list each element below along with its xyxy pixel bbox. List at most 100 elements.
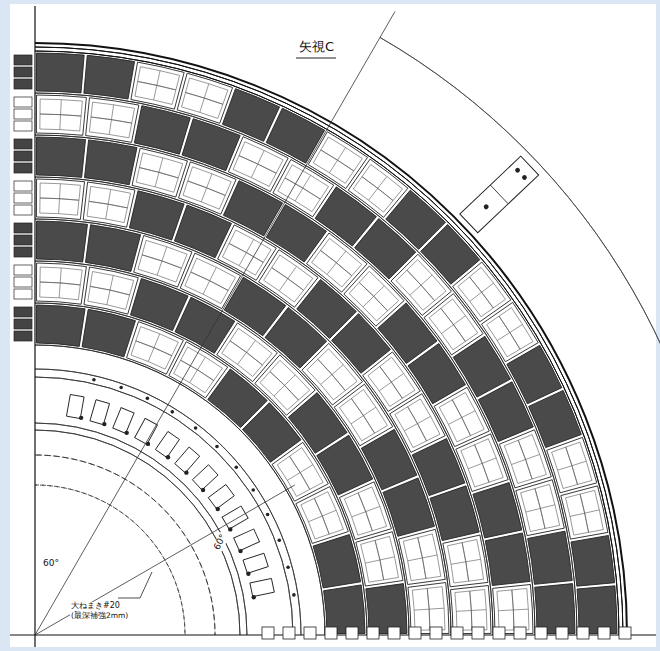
- side-block: [14, 67, 32, 77]
- reference-arc: [35, 423, 247, 635]
- panel-divider: [427, 588, 430, 630]
- panel-divider: [142, 255, 181, 268]
- panel-divider: [462, 543, 469, 581]
- panel-divider: [239, 156, 276, 174]
- panel-divider: [512, 590, 514, 630]
- reference-arc: [35, 455, 215, 635]
- panel-divider: [351, 399, 374, 434]
- light-panel: [36, 95, 86, 135]
- base-block: [619, 627, 631, 639]
- bracket: [460, 156, 539, 233]
- reference-arc: [35, 377, 293, 635]
- panel-inner-frame: [185, 258, 236, 303]
- panel-divider: [229, 243, 263, 262]
- ring-line: [35, 93, 577, 635]
- bolt-dot: [228, 527, 232, 531]
- light-panel: [547, 437, 597, 492]
- panel-divider: [285, 178, 320, 199]
- light-panel: [451, 586, 491, 634]
- side-block: [14, 307, 32, 317]
- panel-divider: [580, 494, 588, 532]
- panel-inner-frame: [349, 271, 399, 321]
- angle-label: 60°: [42, 559, 60, 569]
- panel-inner-frame: [412, 587, 445, 631]
- reference-arc: [35, 430, 240, 635]
- outer-rim: [35, 47, 623, 635]
- ring-line: [35, 177, 493, 635]
- side-block: [14, 79, 32, 89]
- dark-panel: [324, 585, 365, 634]
- dark-panel: [84, 55, 135, 99]
- bolt-dot: [201, 488, 205, 492]
- panel-inner-frame: [368, 357, 415, 406]
- title-underline: [296, 58, 336, 59]
- panel-divider: [90, 286, 129, 295]
- side-block: [14, 319, 32, 329]
- panel-divider: [89, 201, 127, 208]
- dark-panel: [577, 586, 617, 634]
- panel-inner-frame: [461, 439, 503, 487]
- panel-inner-frame: [233, 142, 283, 187]
- axis-line: [34, 6, 35, 647]
- panel-divider: [230, 341, 262, 365]
- bolt-plate: [175, 447, 200, 473]
- bracket-hole: [521, 174, 528, 181]
- ring-line: [35, 303, 367, 635]
- side-block: [14, 223, 32, 233]
- bracket-hole: [514, 167, 521, 174]
- panel-inner-frame: [312, 238, 362, 287]
- bolt-plate: [113, 408, 134, 434]
- panel-divider: [407, 270, 435, 300]
- panel-inner-frame: [131, 327, 178, 370]
- bolt-plate: [243, 553, 268, 573]
- light-panel: [36, 179, 84, 219]
- panel-divider: [191, 272, 228, 290]
- bracket-plate: [460, 156, 539, 233]
- panel-inner-frame: [40, 267, 82, 300]
- side-block: [14, 265, 32, 275]
- panel-divider: [40, 114, 81, 116]
- panel-inner-frame: [455, 590, 487, 631]
- light-panel: [561, 486, 608, 539]
- base-block: [598, 627, 610, 639]
- side-block: [14, 151, 32, 161]
- bolt-dot: [234, 465, 238, 469]
- panel-divider: [380, 366, 403, 398]
- panel-divider: [418, 538, 426, 579]
- panel-divider: [535, 489, 545, 529]
- outer-rim: [35, 43, 627, 635]
- base-block: [304, 627, 316, 639]
- light-panel: [84, 267, 138, 314]
- dark-panel: [36, 305, 85, 346]
- radial-line: [35, 485, 295, 635]
- bolt-plate: [135, 418, 158, 444]
- side-block: [14, 289, 32, 299]
- panel-divider: [375, 540, 384, 579]
- panel-inner-frame: [439, 392, 484, 441]
- bolt-dot: [170, 410, 174, 414]
- panel-inner-frame: [182, 78, 228, 118]
- light-panel: [443, 535, 488, 587]
- bolt-plate: [222, 506, 248, 529]
- ring-group: [35, 37, 660, 635]
- panel-divider: [358, 493, 372, 531]
- bolt-dot: [79, 416, 83, 420]
- light-panel: [131, 62, 184, 109]
- bolt-plate: [234, 529, 260, 551]
- panel-inner-frame: [136, 153, 183, 192]
- panel-divider: [290, 456, 310, 489]
- bolt-dot: [286, 565, 290, 569]
- bolt-dot: [266, 513, 270, 517]
- bolt-dot: [184, 470, 188, 474]
- panel-divider: [188, 181, 225, 195]
- bolt-dot: [119, 386, 123, 390]
- panel-divider: [40, 198, 79, 200]
- light-panel: [86, 98, 139, 143]
- outer-rim: [35, 51, 619, 635]
- panel-inner-frame: [487, 308, 533, 357]
- bracket-line: [490, 185, 508, 204]
- dark-panel: [36, 53, 84, 93]
- dark-panel: [85, 140, 137, 185]
